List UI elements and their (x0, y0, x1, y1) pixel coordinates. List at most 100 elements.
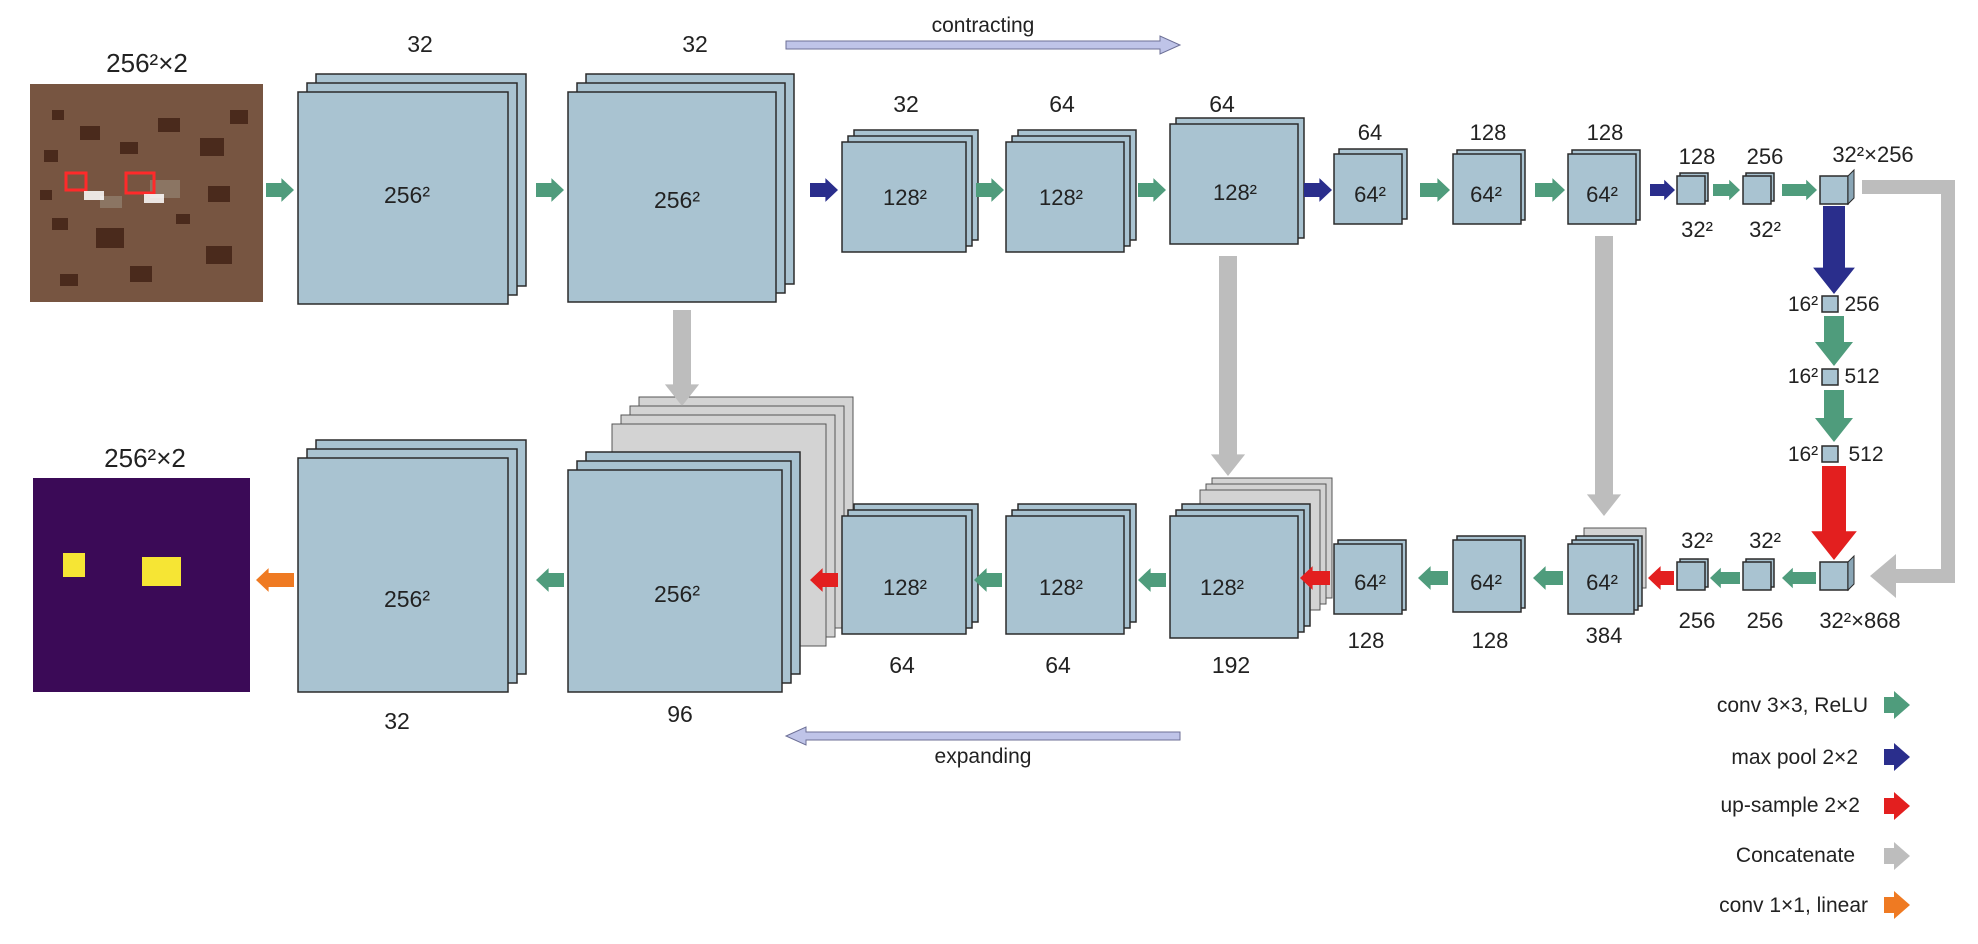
block-d7 (1452, 149, 1526, 225)
u8-size-label: 128² (1039, 575, 1083, 600)
d9-channels-label: 128 (1679, 144, 1716, 169)
d7-size-label: 64² (1470, 182, 1502, 207)
u3-size-label: 32² (1681, 528, 1713, 553)
legend-label-concatenate: Concatenate (1736, 844, 1855, 867)
u4-channels-label: 384 (1586, 623, 1623, 648)
maxpool-arrow (810, 178, 838, 202)
maxpool-arrow (1813, 206, 1855, 294)
d7-channels-label: 128 (1470, 120, 1507, 145)
block-u3 (1676, 558, 1709, 591)
block-u6 (1333, 539, 1407, 615)
block-d1 (297, 73, 527, 305)
conv-arrow (1138, 178, 1166, 202)
u2-channels-label: 256 (1747, 608, 1784, 633)
legend-arrow-conv1x1 (1884, 891, 1910, 919)
u6-channels-label: 128 (1348, 628, 1385, 653)
block-d2 (567, 73, 795, 303)
conv-arrow (1535, 178, 1565, 202)
legend-arrow-concatenate (1884, 842, 1910, 870)
input-image-label: 256²×2 (106, 48, 188, 78)
u7-channels-label: 192 (1212, 652, 1250, 678)
d10-size-label: 32² (1749, 217, 1781, 242)
conv-arrow (974, 568, 1002, 592)
concat-arrow (1210, 256, 1246, 476)
d8-channels-label: 128 (1587, 120, 1624, 145)
conv-arrow (536, 178, 564, 202)
block-u1 (1819, 554, 1855, 592)
b2-channels-label: 512 (1844, 365, 1879, 388)
block-d6 (1333, 148, 1408, 225)
conv-arrow (1713, 179, 1740, 201)
block-d11 (1819, 168, 1855, 206)
block-b2 (1821, 368, 1839, 386)
legend-label-upsample: up-sample 2×2 (1720, 794, 1860, 817)
u10-channels-label: 96 (667, 701, 693, 727)
d6-size-label: 64² (1354, 182, 1386, 207)
d8-size-label: 64² (1586, 182, 1618, 207)
u1-label: 32²×868 (1819, 608, 1900, 633)
segmented-object (63, 553, 85, 577)
upsample-arrow (1648, 566, 1674, 590)
legend-label-conv: conv 3×3, ReLU (1717, 694, 1868, 717)
upsample-arrow (810, 568, 838, 592)
input-satellite-image (30, 84, 263, 302)
legend-arrow-maxpool (1884, 743, 1910, 771)
d1-channels-label: 32 (407, 31, 433, 57)
legend-label-maxpool: max pool 2×2 (1731, 746, 1858, 769)
concat-arrow (664, 310, 700, 406)
u11-size-label: 256² (384, 586, 430, 612)
maxpool-arrow (1304, 178, 1332, 202)
concat-arrow (1862, 180, 1955, 598)
block-u4 (1567, 535, 1643, 615)
legend-arrow-conv (1884, 691, 1910, 719)
segmented-object (142, 557, 181, 586)
conv-arrow (536, 568, 564, 592)
block-d4 (1005, 129, 1137, 253)
d2-size-label: 256² (654, 187, 700, 213)
d9-size-label: 32² (1681, 217, 1713, 242)
b3-size-label: 16² (1788, 443, 1818, 466)
b1-channels-label: 256 (1844, 293, 1879, 316)
block-u9 (841, 503, 979, 635)
upsample-arrow (1300, 566, 1330, 590)
block-u5 (1452, 535, 1526, 613)
conv-arrow (1782, 179, 1817, 201)
u3-channels-label: 256 (1679, 608, 1716, 633)
block-u7 (1169, 503, 1311, 639)
block-d5 (1169, 117, 1305, 245)
conv-arrow (1420, 178, 1450, 202)
output-segmentation-map (33, 478, 250, 692)
u2-size-label: 32² (1749, 528, 1781, 553)
u6-size-label: 64² (1354, 570, 1386, 595)
block-d3 (841, 129, 979, 253)
final-conv-arrow (256, 568, 294, 592)
block-d8 (1567, 149, 1641, 225)
b2-size-label: 16² (1788, 365, 1818, 388)
legend-arrows (1884, 691, 1910, 919)
block-u8 (1005, 503, 1137, 635)
conv-arrow (1782, 567, 1816, 589)
contracting-label: contracting (932, 14, 1035, 37)
b3-channels-label: 512 (1848, 443, 1883, 466)
contracting-direction-arrow (785, 35, 1182, 55)
block-d9 (1676, 172, 1709, 205)
conv-arrow (1815, 316, 1853, 366)
output-map-label: 256²×2 (104, 443, 186, 473)
maxpool-arrow (1650, 179, 1675, 201)
conv-arrow (1533, 566, 1563, 590)
conv-arrow (1710, 567, 1740, 589)
concat-arrow (1586, 236, 1622, 516)
d6-channels-label: 64 (1358, 120, 1382, 145)
expanding-label: expanding (935, 745, 1032, 768)
block-u11 (297, 439, 527, 693)
upsample-arrow (1811, 466, 1857, 560)
d4-size-label: 128² (1039, 185, 1083, 210)
d3-size-label: 128² (883, 185, 927, 210)
u11-channels-label: 32 (384, 708, 410, 734)
block-b1 (1821, 295, 1839, 313)
block-u2 (1742, 558, 1775, 591)
d5-channels-label: 64 (1209, 91, 1235, 117)
u7-size-label: 128² (1200, 575, 1244, 600)
u4-size-label: 64² (1586, 570, 1618, 595)
